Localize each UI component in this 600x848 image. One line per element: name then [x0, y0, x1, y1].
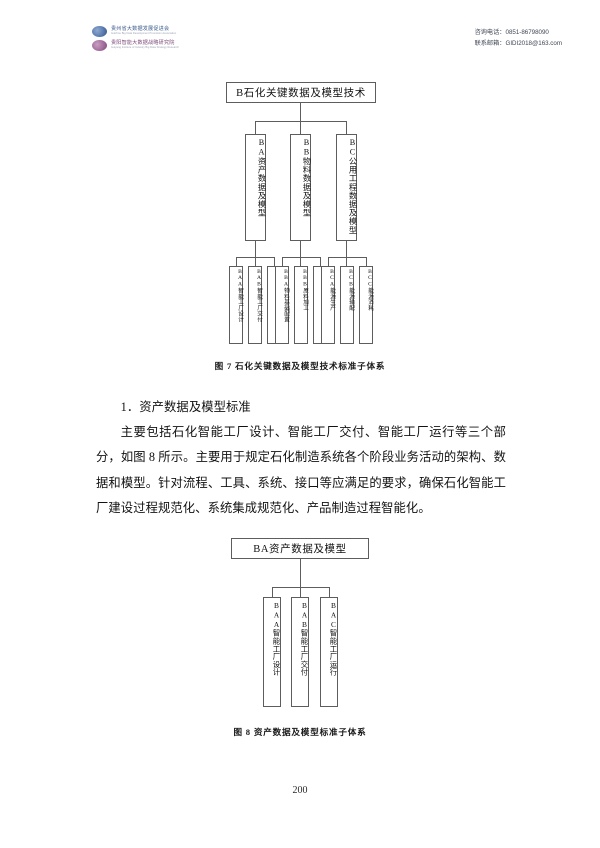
connector-line [300, 257, 301, 266]
contact-email-line: 联系邮箱：GIDI2018@163.com [475, 38, 562, 49]
contact-phone-label: 咨询电话： [474, 29, 506, 36]
section-heading: 1．资产数据及模型标准 [120, 400, 251, 414]
section-paragraph: 主要包括石化智能工厂设计、智能工厂交付、智能工厂运行等三个部分，如图 8 所示。… [96, 425, 506, 516]
page-header: 贵州省大数据发展促进会 Guizhou Big Data Development… [0, 0, 600, 62]
section-heading-block: 1．资产数据及模型标准 [96, 395, 506, 420]
contact-phone-value: 0851-86798090 [505, 29, 549, 36]
connector-line [346, 121, 347, 134]
diagram1-leaf-bab: BAB智能工厂交付 [248, 266, 262, 344]
diagram1-leaf-bca: BCA能源生产 [321, 266, 335, 344]
contact-email-value: GIDI2018@163.com [505, 40, 563, 47]
logo-item: 贵阳智能大数据战略研究院 Guiyang Institute of Indust… [92, 40, 179, 51]
logo-english-name: Guiyang Institute of Industry Big Data S… [111, 46, 179, 50]
logo-item: 贵州省大数据发展促进会 Guizhou Big Data Development… [92, 26, 179, 37]
connector-line [282, 257, 283, 266]
institute-logo-icon [92, 40, 107, 51]
diagram1-root-node: B石化关键数据及模型技术 [226, 82, 376, 103]
figure-7-diagram: B石化关键数据及模型技术 BA资产数据及模型 BB物料数据及模型 BC公用工程数… [0, 78, 600, 371]
connector-line [300, 121, 301, 134]
connector-line [255, 121, 256, 134]
connector-line [236, 257, 237, 266]
figure-8-diagram: BA资产数据及模型 BAA智能工厂设计 BAB智能工厂交付 BAC智能工厂运行 … [0, 530, 600, 740]
connector-line [300, 587, 301, 597]
logo-english-name: Guizhou Big Data Development Promotion A… [111, 32, 177, 36]
logo-chinese-name: 贵阳智能大数据战略研究院 [111, 40, 175, 47]
contact-info: 咨询电话：0851-86798090 联系邮箱：GIDI2018@163.com [475, 27, 562, 49]
logo-text: 贵州省大数据发展促进会 Guizhou Big Data Development… [111, 27, 176, 36]
connector-line [328, 257, 329, 266]
figure-7-caption: 图 7 石化关键数据及模型技术标准子体系 [214, 361, 386, 371]
page-number: 200 [292, 785, 308, 796]
connector-line [366, 257, 367, 266]
figure-8-caption: 图 8 资产数据及模型标准子体系 [233, 727, 367, 737]
connector-line [320, 257, 321, 266]
connector-line [272, 587, 273, 597]
connector-line [346, 241, 347, 257]
connector-line [328, 257, 366, 258]
diagram1-leaf-bbb: BBB原料加工 [294, 266, 308, 344]
connector-line [282, 257, 320, 258]
organization-logos: 贵州省大数据发展促进会 Guizhou Big Data Development… [92, 26, 179, 51]
logo-chinese-name: 贵州省大数据发展促进会 [111, 26, 170, 33]
section-paragraph-block: 主要包括石化智能工厂设计、智能工厂交付、智能工厂运行等三个部分，如图 8 所示。… [96, 420, 506, 522]
diagram2-root-node: BA资产数据及模型 [231, 538, 369, 559]
contact-phone-line: 咨询电话：0851-86798090 [475, 27, 562, 38]
diagram1-node-bb: BB物料数据及模型 [290, 134, 311, 241]
diagram1-leaf-bcc: BCC能源消耗 [359, 266, 373, 344]
association-logo-icon [92, 26, 107, 37]
diagram2-leaf-baa: BAA智能工厂设计 [263, 597, 281, 707]
diagram2-leaf-bac: BAC智能工厂运行 [320, 597, 338, 707]
connector-line [274, 257, 275, 266]
connector-line [300, 559, 301, 587]
connector-line [346, 257, 347, 266]
diagram1-node-bc: BC公用工程数据及模型 [336, 134, 357, 241]
logo-text: 贵阳智能大数据战略研究院 Guiyang Institute of Indust… [111, 41, 179, 50]
diagram1-leaf-bcb: BCB能源输配 [340, 266, 354, 344]
connector-line [255, 241, 256, 257]
connector-line [329, 587, 330, 597]
contact-email-label: 联系邮箱： [474, 40, 506, 47]
connector-line [300, 241, 301, 257]
connector-line [255, 257, 256, 266]
diagram1-node-ba: BA资产数据及模型 [245, 134, 266, 241]
diagram1-leaf-bba: BBA物料基础配置 [275, 266, 289, 344]
connector-line [300, 103, 301, 121]
diagram1-leaf-baa: BAA智能工厂设计 [229, 266, 243, 344]
diagram2-leaf-bab: BAB智能工厂交付 [291, 597, 309, 707]
